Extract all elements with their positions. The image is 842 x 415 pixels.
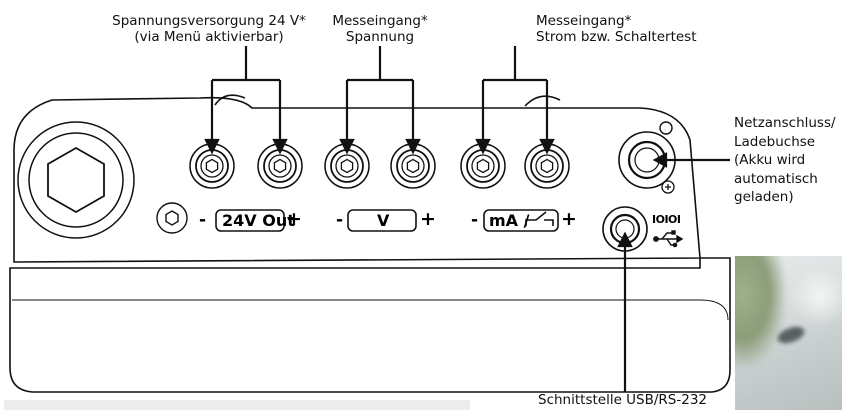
label-voltage-input: Messeingang* Spannung [320,13,440,45]
arrowhead [539,138,555,155]
switch-symbol-icon [525,211,554,226]
rotary-knob [17,121,135,239]
label-mains-line1: Netzanschluss/ [734,115,836,131]
minus-sign: - [199,210,207,230]
measurement-jack [257,143,303,189]
callout-line [481,46,549,146]
label-mains-line2: Ladebuchse [734,133,816,150]
power-plug-symbol-icon [661,180,675,194]
label-frame-ma [483,209,559,232]
caption-box [4,400,470,410]
socket-housing [659,121,673,135]
hex-nut-icon [47,146,105,214]
jack-hex-icon [340,158,354,174]
mains-arrow [652,152,730,168]
plus-sign: + [561,208,577,230]
measurement-jack [460,143,506,189]
device-base [9,257,731,393]
jack-hex-icon [476,158,490,174]
plus-sign: + [286,208,302,230]
jack-hex-icon [540,158,554,174]
plus-sign: + [420,208,436,230]
panel-labels [215,209,559,232]
usb-icon [653,230,684,248]
usb-arrow [617,231,633,392]
minus-sign: - [336,210,344,230]
mains-socket [618,131,676,194]
label-mains-line4: automatisch [734,170,818,187]
arrowhead [272,138,288,155]
label-24v-out: 24V Out [222,211,295,230]
hex-screw-icon [156,202,188,234]
label-frame-v [347,209,417,232]
measurement-jack [524,143,570,189]
label-supply: Spannungsversorgung 24 V* (via Menü akti… [94,13,324,45]
label-supply-line2: (via Menü aktivierbar) [134,29,284,45]
photo-blur-light [790,266,842,326]
measurement-jack [324,143,370,189]
arrowhead [475,138,491,155]
label-volt: V [377,211,390,230]
label-voltage-line1: Messeingang* [332,13,428,29]
arrowhead [405,138,421,155]
photo-blur-green [735,256,785,366]
usb-socket [602,206,648,252]
usb-code-label: IOIOI [652,213,681,226]
label-interface: Schnittstelle USB/RS-232 [538,392,708,408]
label-frame-24v [215,209,285,232]
label-milliamp: mA / [489,211,530,230]
photo-thumbnail [735,256,842,410]
label-mains-line5: geladen) [734,189,794,205]
label-current-line2: Strom bzw. Schaltertest [536,29,697,45]
label-mains: Netzanschluss/ Ladebuchse (Akku wird aut… [734,114,842,207]
callout-line [210,46,282,146]
jack-hex-icon [406,158,420,174]
jack-hex-icon [273,158,287,174]
measurement-jack [390,143,436,189]
label-current-input: Messeingang* Strom bzw. Schaltertest [536,13,726,45]
label-mains-line3: (Akku wird [734,152,806,168]
callout-line [345,46,415,146]
jack-hex-icon [205,158,219,174]
label-voltage-line2: Spannung [345,29,415,45]
label-current-line1: Messeingang* [536,13,632,29]
arrowhead [339,138,355,155]
arrowhead [204,138,220,155]
label-supply-line1: Spannungsversorgung 24 V* [112,13,306,29]
minus-sign: - [471,210,479,230]
jack-group [189,143,570,189]
callout-arrows [204,46,555,155]
measurement-jack [189,143,235,189]
